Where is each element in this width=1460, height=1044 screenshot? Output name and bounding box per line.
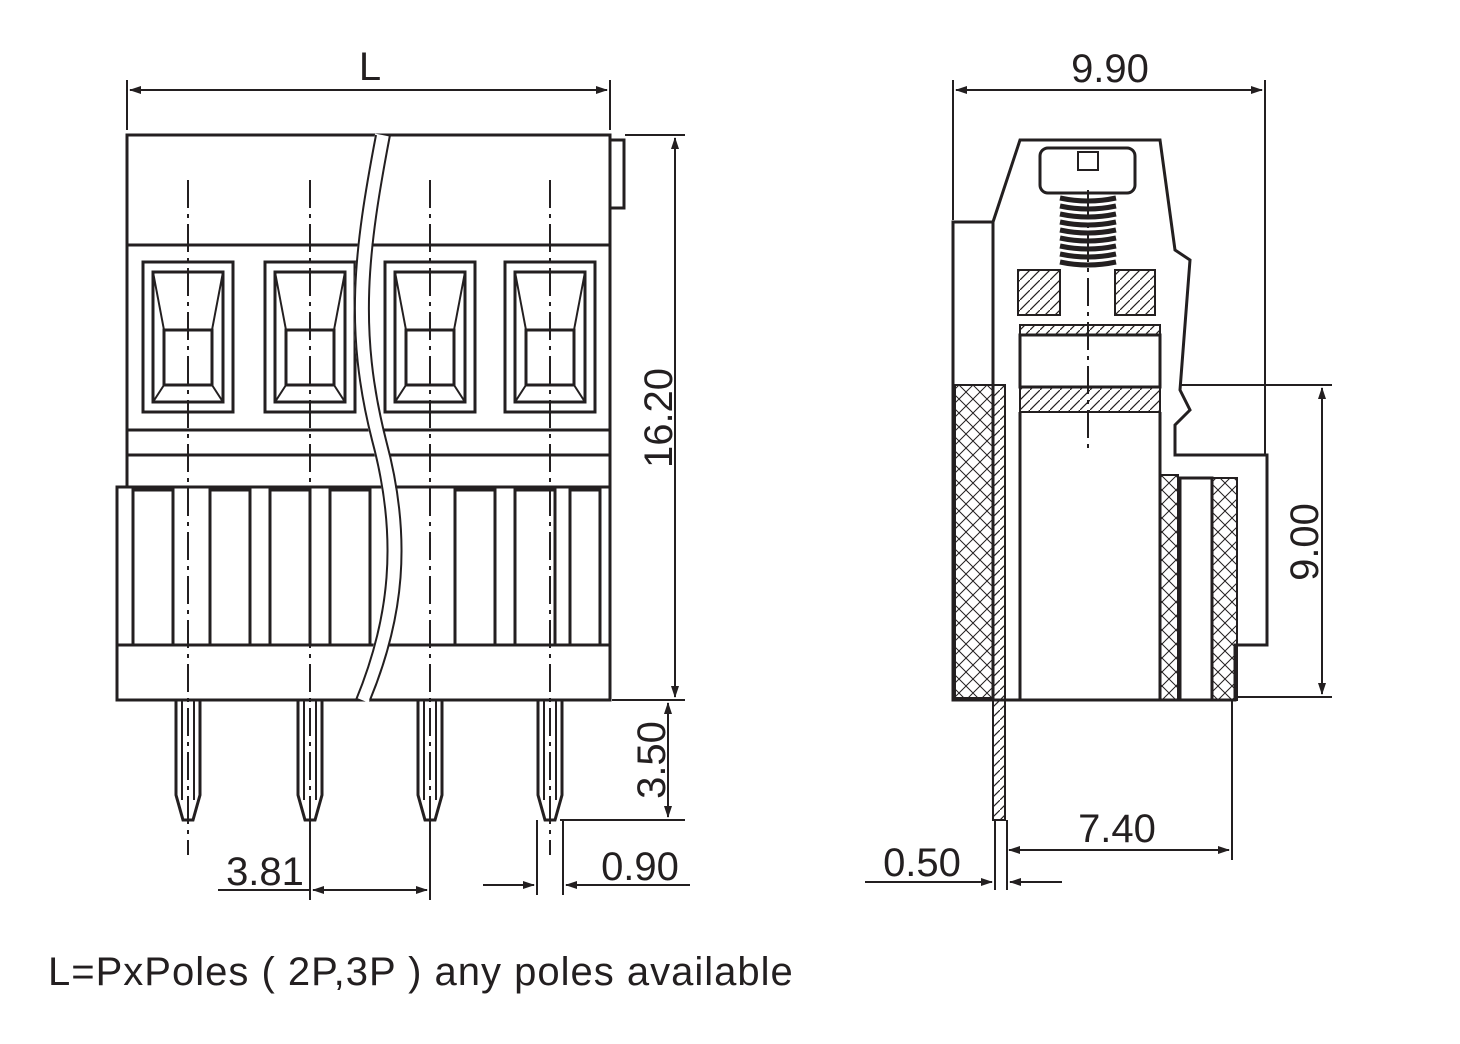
pitch-label: 3.81 — [226, 850, 304, 894]
lower-body — [115, 485, 612, 702]
side-tab — [608, 138, 626, 210]
caption: L=PxPoles ( 2P,3P ) any poles available — [48, 950, 794, 994]
slot — [131, 488, 175, 647]
clamp — [1018, 333, 1162, 389]
pin — [174, 700, 202, 822]
wire-entry — [141, 180, 235, 855]
pin-offset-label: 7.40 — [1078, 807, 1156, 851]
wire-entry — [383, 180, 477, 855]
side-view — [951, 138, 1269, 821]
side-dimensions: 9.90 9.00 7.40 0.50 — [865, 47, 1332, 890]
pin-thickness-label: 0.50 — [883, 841, 961, 885]
slot — [328, 488, 372, 647]
break-line — [353, 133, 401, 703]
slot — [513, 488, 557, 647]
slot — [268, 488, 312, 647]
front-dimensions: L 16.20 3.50 3.81 0.90 — [126, 45, 690, 900]
length-label: L — [359, 45, 381, 89]
wire-entry — [503, 180, 597, 855]
pin-length-label: 3.50 — [630, 721, 674, 799]
height-label: 16.20 — [637, 368, 681, 468]
pins — [174, 700, 564, 822]
hatched-wall-left — [954, 384, 994, 699]
body-height-label: 9.00 — [1283, 503, 1327, 581]
slots — [131, 488, 602, 647]
pin-side — [992, 384, 1006, 821]
pin — [536, 700, 564, 822]
pin-width-label: 0.90 — [601, 845, 679, 889]
depth-label: 9.90 — [1071, 47, 1149, 91]
slot — [453, 488, 497, 647]
front-view — [115, 133, 626, 855]
slot — [568, 488, 602, 647]
wire-entries — [141, 180, 597, 855]
slot — [208, 488, 252, 647]
